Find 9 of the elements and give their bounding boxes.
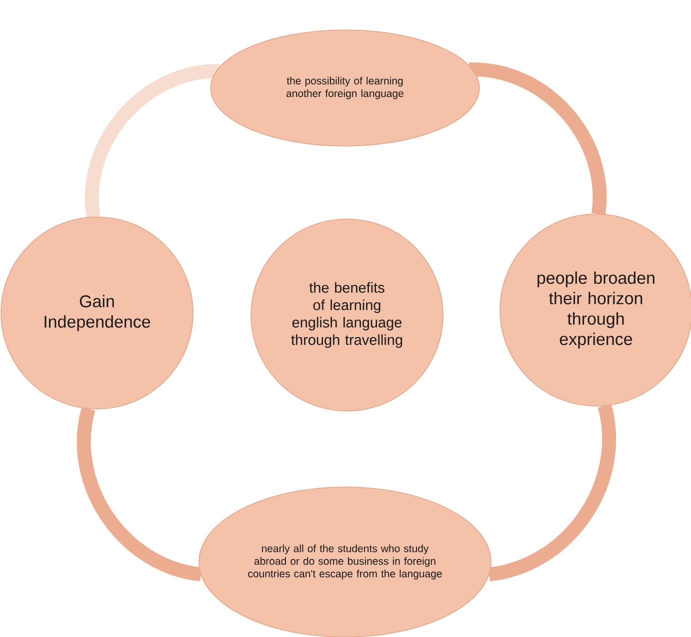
circle-node: people broaden their horizon through exprience <box>500 214 691 406</box>
ring-arc <box>468 62 607 214</box>
circle-node: the benefits of learning english language through travelling <box>250 218 444 412</box>
circle-node: Gain Independence <box>0 216 194 410</box>
ring-arc <box>76 407 202 582</box>
ellipse-node: nearly all of the students who study abroad or do some business in foreign countries can't escape from the language <box>198 486 492 637</box>
ring-arc <box>488 404 616 582</box>
ring-arc <box>84 64 220 218</box>
ellipse-node: the possibility of learning another foreign language <box>210 30 480 146</box>
